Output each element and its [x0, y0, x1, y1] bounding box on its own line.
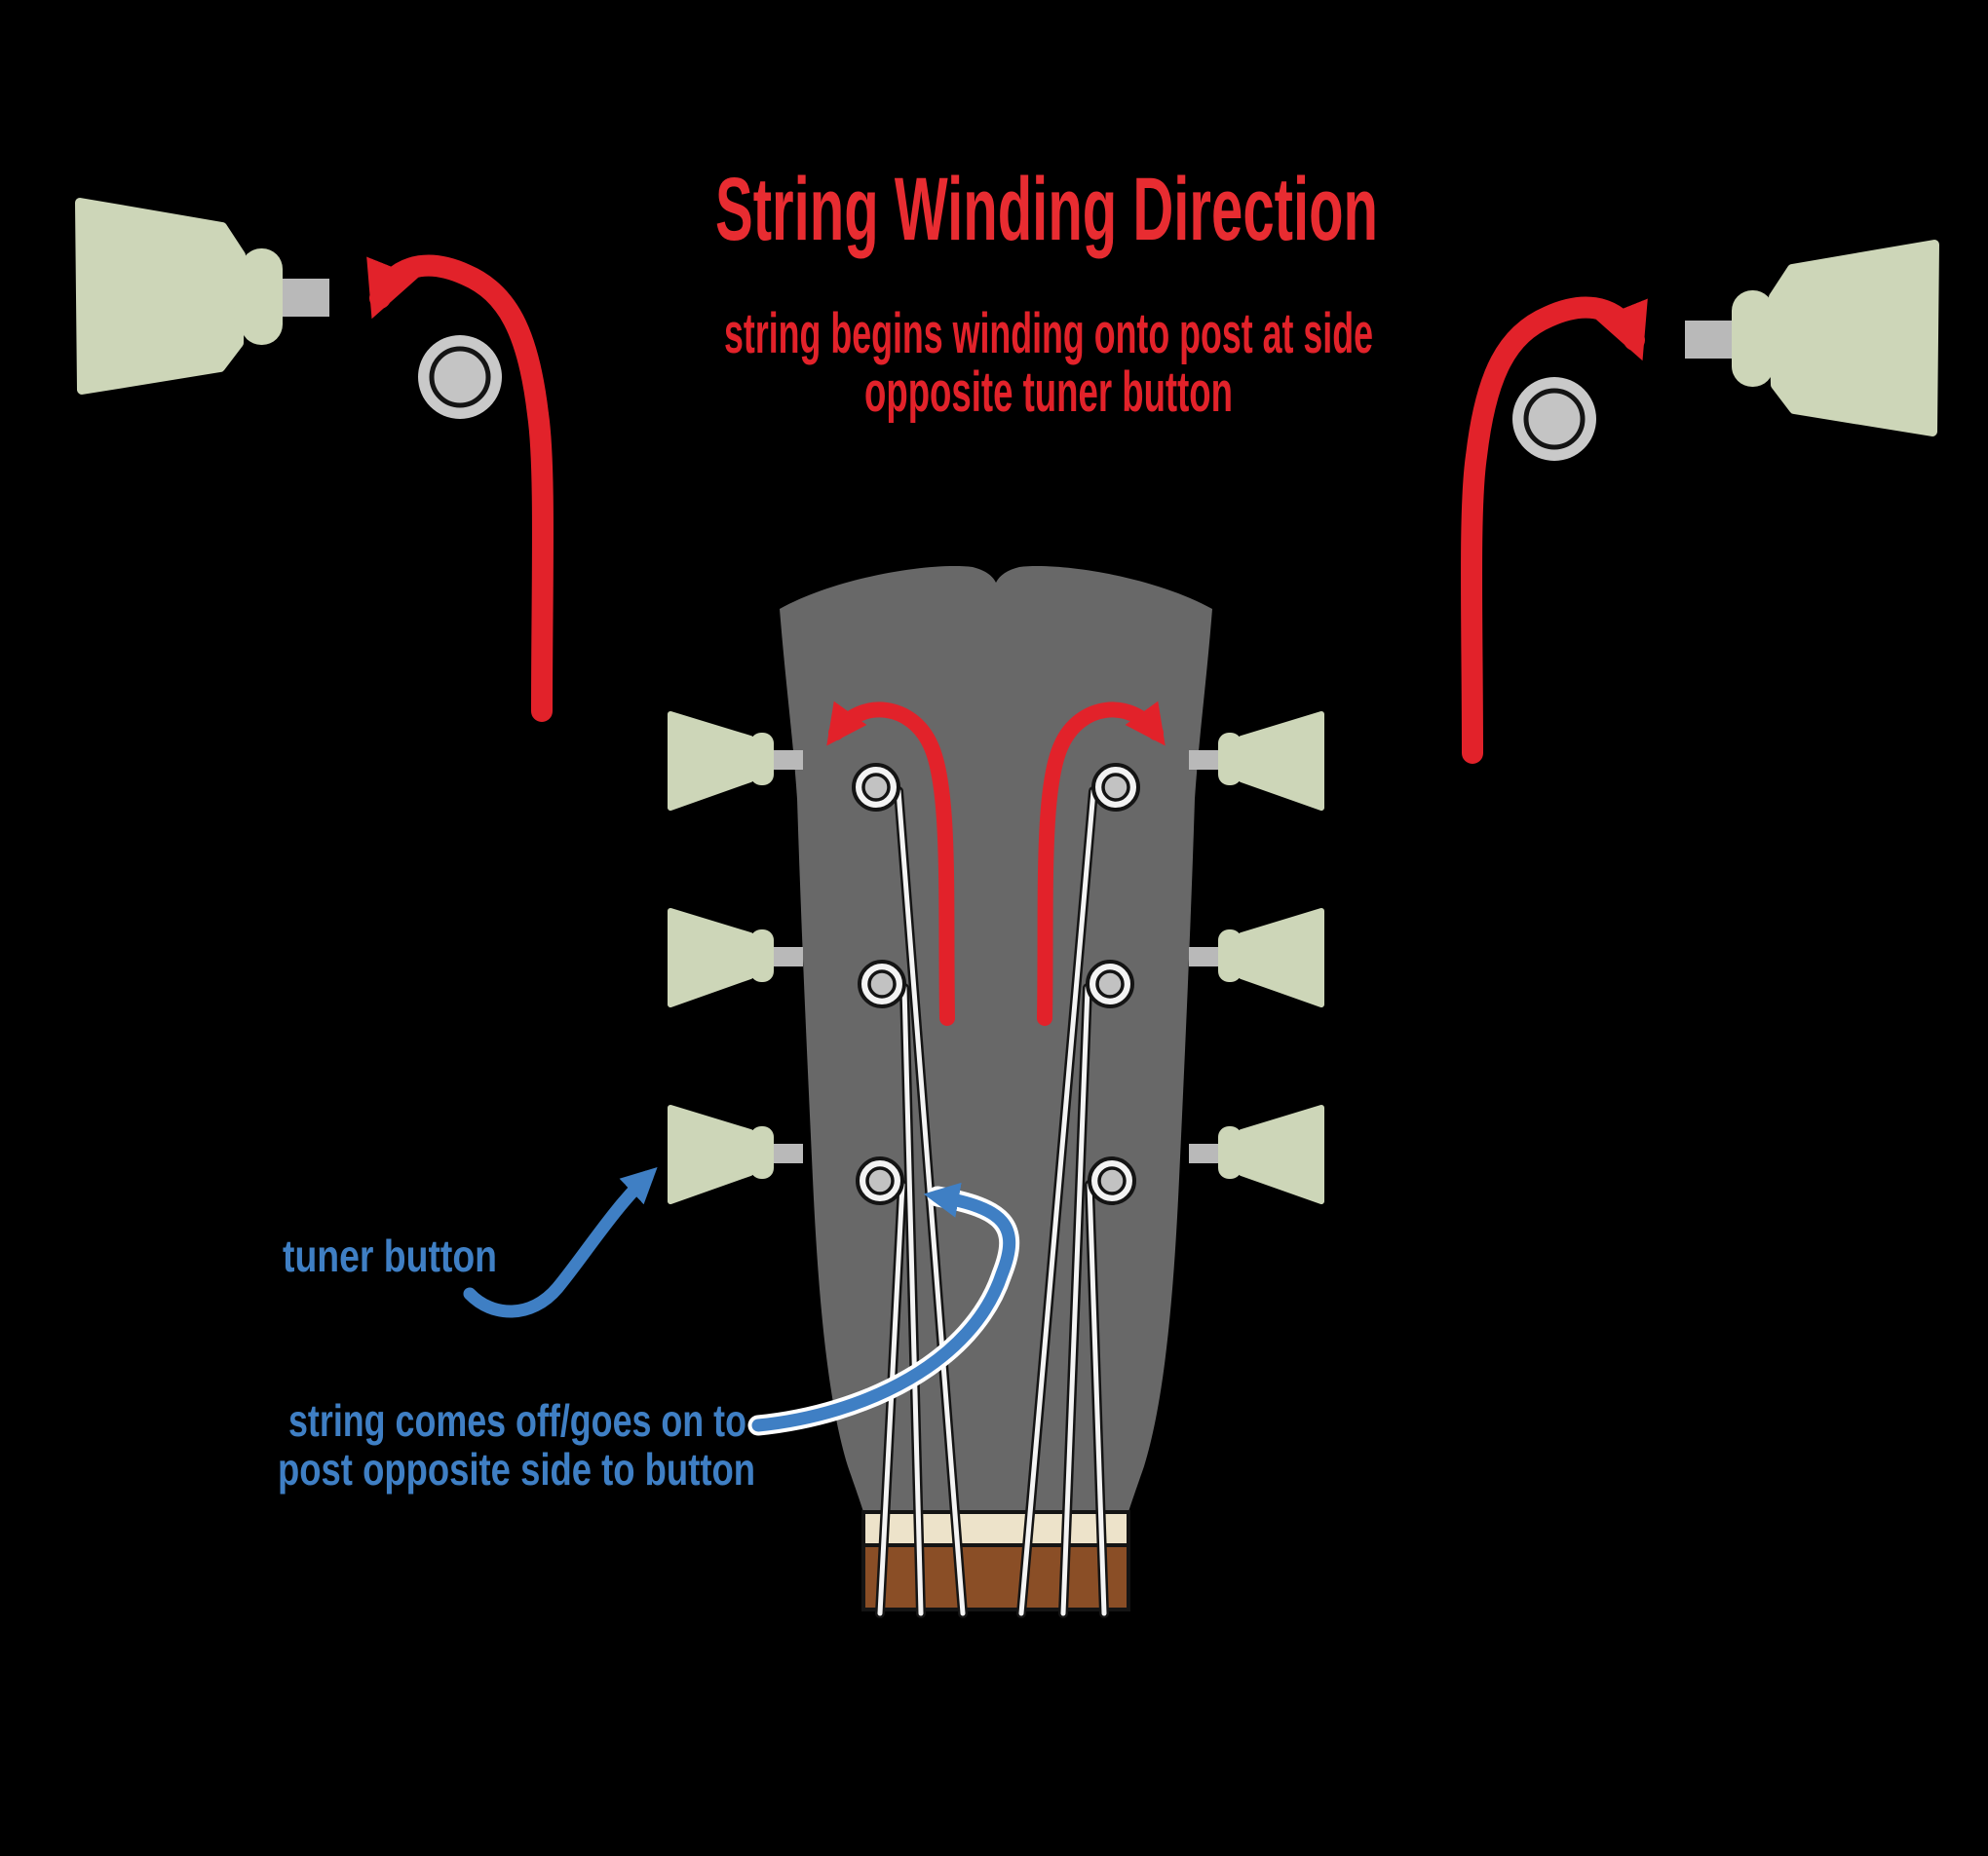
subtitle-line-2: opposite tuner button	[864, 360, 1233, 424]
tuner-post-center	[429, 346, 491, 408]
tuner-collar	[241, 248, 283, 345]
string-path-label-line-1: string comes off/goes on to	[288, 1395, 746, 1446]
winding-arrow-left	[826, 701, 955, 1026]
tuner-collar	[1732, 290, 1774, 387]
tuner-button-middle-right	[1189, 908, 1324, 1007]
post-bottom-right	[1088, 1156, 1136, 1205]
tuner-button-shape	[1769, 240, 1939, 436]
post-top-right	[1091, 763, 1140, 812]
string-path-label-line-2: post opposite side to button	[278, 1444, 755, 1495]
post-top-left	[852, 763, 900, 812]
nut	[861, 1510, 1130, 1547]
string	[1087, 1182, 1107, 1616]
headstock	[668, 566, 1324, 1618]
tuner-button-top-left	[668, 711, 803, 811]
string-path-pointer-arrow	[751, 1182, 1016, 1432]
tuning-posts	[852, 763, 1140, 1205]
tuner-closeup-left	[75, 198, 554, 722]
string	[901, 985, 924, 1616]
post-bottom-left	[856, 1156, 904, 1205]
tuner-button-label: tuner button	[283, 1231, 497, 1281]
winding-arrow-right	[1037, 701, 1166, 1026]
fretboard	[861, 1543, 1130, 1611]
clockwise-winding-arrow	[1461, 296, 1648, 764]
page-title: String Winding Direction	[715, 160, 1378, 259]
tuner-button-middle-left	[668, 908, 803, 1007]
subtitle-line-1: string begins winding onto post at side	[724, 302, 1373, 365]
tuner-buttons-right	[1189, 711, 1324, 1204]
string	[1018, 788, 1096, 1616]
tuner-button-shape	[75, 198, 246, 395]
post-middle-left	[858, 960, 906, 1008]
tuner-button-bottom-left	[668, 1105, 803, 1204]
tuner-shaft	[283, 279, 329, 317]
tuner-closeup-right	[1461, 240, 1939, 764]
tuner-button-bottom-right	[1189, 1105, 1324, 1204]
counterclockwise-winding-arrow	[366, 254, 554, 722]
tuner-shaft	[1685, 321, 1732, 359]
post-middle-right	[1086, 960, 1134, 1008]
tuner-post-center	[1523, 388, 1586, 450]
headstock-shape	[780, 566, 1212, 1518]
string	[1060, 985, 1090, 1616]
tuner-button-pointer-arrow	[463, 1167, 658, 1318]
tuner-buttons-left	[668, 711, 803, 1204]
tuner-button-top-right	[1189, 711, 1324, 811]
